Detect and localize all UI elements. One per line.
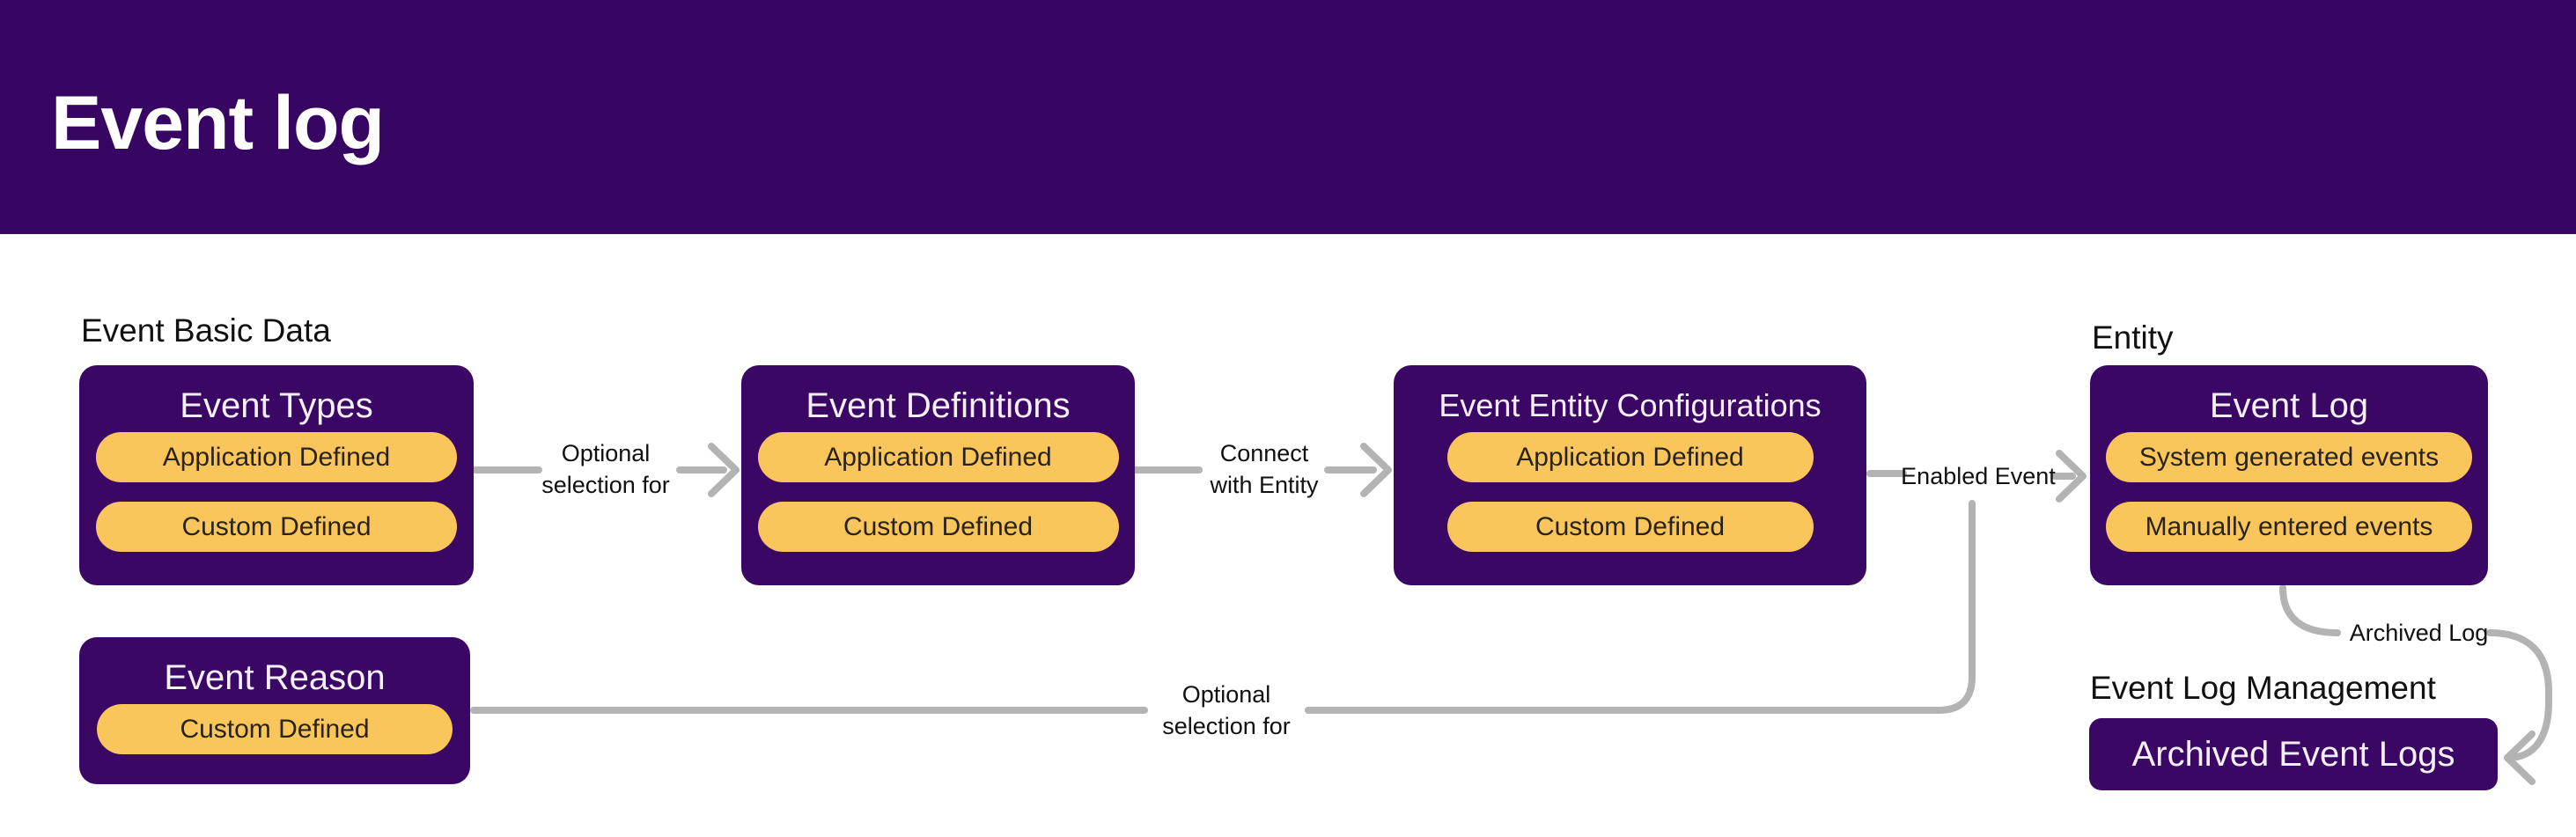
node-title: Archived Event Logs <box>2131 734 2455 774</box>
header-banner: Event log <box>0 0 2576 234</box>
connector-label-optional-selection-2: Optional selection for <box>1162 681 1291 739</box>
node-event-types: Event Types Application Defined Custom D… <box>79 365 474 585</box>
node-event-entity-configurations: Event Entity Configurations Application … <box>1394 365 1866 585</box>
pill-system-generated-events: System generated events <box>2106 432 2472 482</box>
node-title: Event Entity Configurations <box>1439 387 1822 423</box>
node-title: Event Types <box>180 386 373 425</box>
node-archived-event-logs: Archived Event Logs <box>2089 718 2498 790</box>
page-title: Event log <box>51 80 385 165</box>
node-event-reason: Event Reason Custom Defined <box>79 637 470 784</box>
section-label-event-basic-data: Event Basic Data <box>81 312 331 349</box>
pill-manually-entered-events: Manually entered events <box>2106 502 2472 552</box>
connector-label-archived-log: Archived Log <box>2349 620 2489 646</box>
node-title: Event Reason <box>164 658 386 697</box>
pill-custom-defined: Custom Defined <box>1446 502 1814 552</box>
section-label-entity: Entity <box>2092 319 2174 356</box>
connector-label-optional-selection-1: Optional selection for <box>541 440 670 498</box>
pill-application-defined: Application Defined <box>757 432 1119 482</box>
pill-application-defined: Application Defined <box>1446 432 1814 482</box>
pill-application-defined: Application Defined <box>96 432 457 482</box>
arrowhead-chevron-icon <box>2504 731 2536 785</box>
node-event-definitions: Event Definitions Application Defined Cu… <box>741 365 1135 585</box>
connector-curve <box>2486 629 2552 761</box>
connector-label-connect-with-entity: Connect with Entity <box>1210 440 1319 498</box>
node-title: Event Definitions <box>806 386 1071 425</box>
node-title: Event Log <box>2209 386 2369 425</box>
node-event-log: Event Log System generated events Manual… <box>2090 365 2488 585</box>
arrowhead-chevron-icon <box>708 443 740 497</box>
pill-custom-defined: Custom Defined <box>97 704 453 754</box>
connector-label-enabled-event: Enabled Event <box>1901 463 2056 489</box>
pill-custom-defined: Custom Defined <box>96 502 457 552</box>
section-label-event-log-management: Event Log Management <box>2090 670 2436 706</box>
pill-custom-defined: Custom Defined <box>757 502 1119 552</box>
